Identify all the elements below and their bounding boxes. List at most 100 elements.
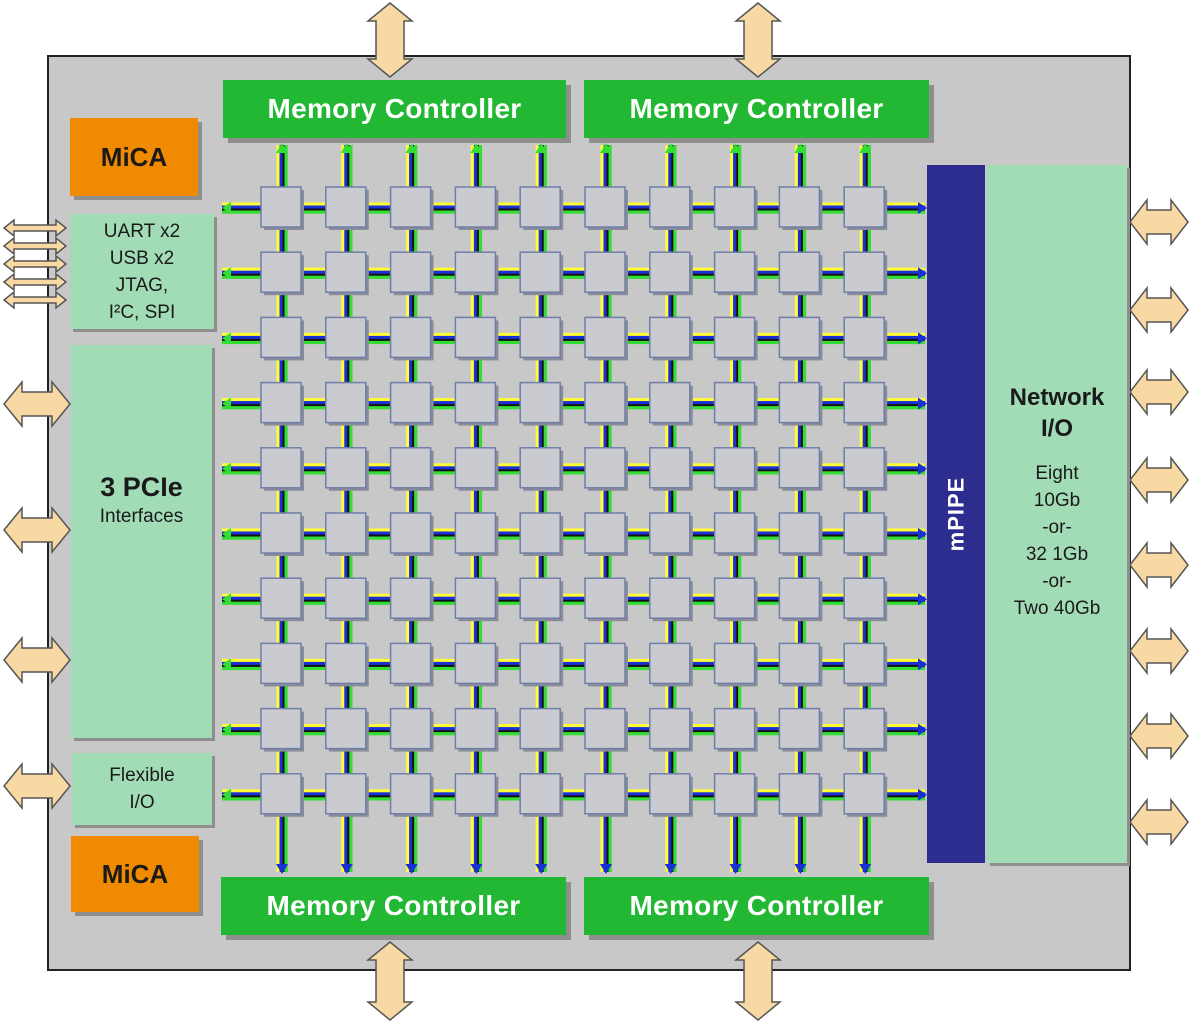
mesh-link-arrowhead [918,202,927,214]
mesh-link-arrowhead [918,397,927,410]
mesh-link-vertical [730,145,734,872]
mesh-link-horizontal [222,210,925,214]
tile [325,316,367,359]
mica-bottom: MiCA [71,836,199,912]
mesh-link-vertical [738,145,742,872]
tile [843,316,885,359]
tile [649,316,691,359]
mesh-link-vertical [476,145,481,872]
tile [389,447,432,489]
mesh-link-vertical [347,145,351,872]
mesh-link-vertical [470,145,475,872]
tile [778,773,821,815]
mesh-link-horizontal [222,338,925,343]
mesh-link-arrowhead [222,788,231,801]
tile [519,316,561,359]
tile [843,447,885,489]
mesh-link-arrowhead [918,593,927,606]
tile [778,186,821,228]
double-arrow-icon [365,2,415,78]
mesh-link-arrowhead [340,143,353,153]
mesh-link-arrowhead [918,462,927,475]
double-arrow-icon [1129,285,1189,335]
double-arrow-icon [1129,197,1189,247]
memory-controller-label: Memory Controller [629,890,884,921]
tile [454,512,497,554]
mesh-link-vertical [412,145,416,872]
mesh-link-vertical [865,145,869,872]
mesh-link-horizontal [222,273,925,277]
mesh-link-arrowhead [405,864,418,874]
mesh-link-vertical [535,145,539,872]
mesh-link-arrowhead [729,143,742,153]
pcie-block: 3 PCIe Interfaces [71,345,212,738]
mesh-link-horizontal [222,335,925,340]
double-arrow-icon [2,254,68,274]
mesh-link-horizontal [222,267,925,271]
tile [584,512,626,554]
mesh-link-vertical [284,145,288,872]
mesh-link-horizontal [222,466,925,470]
jtag-label: JTAG, [115,274,169,296]
tile [649,773,691,815]
flexible-io-line2: I/O [129,792,155,813]
tile [260,186,302,228]
tile [519,512,561,554]
tile [778,642,821,685]
mesh-link-vertical [600,145,604,872]
mesh-link-vertical [341,145,345,872]
flexible-io-block: Flexible I/O [72,753,212,825]
tile [389,381,432,424]
memory-controller-label: Memory Controller [266,890,521,921]
tile [778,512,821,554]
double-arrow-icon [1129,797,1189,847]
mesh-link-arrowhead [600,864,612,874]
double-arrow-icon [2,272,68,292]
tile [519,381,561,424]
mesh-link-arrowhead [535,864,548,874]
tile [713,381,756,424]
memory-controller-label: Memory Controller [629,93,884,124]
tile [778,381,821,424]
network-io-line: Two 40Gb [1013,598,1101,619]
mesh-link-vertical [606,145,610,872]
mesh-link-arrowhead [276,864,288,874]
tile [649,577,691,619]
tile [454,186,497,228]
tile [713,447,756,489]
uart-label: UART x2 [103,220,181,242]
mesh-link-horizontal [222,531,925,535]
mesh-link-horizontal [222,795,925,799]
mesh-link-vertical [279,145,283,872]
tile [584,577,626,619]
mesh-link-vertical [859,145,863,872]
tile [454,642,497,685]
tile [325,642,367,685]
mesh-link-vertical [344,145,348,872]
mesh-link-arrowhead [222,462,231,475]
tile [519,642,561,685]
tile [454,447,497,489]
double-arrow-icon [1129,540,1189,590]
tile [454,381,497,424]
tile [778,316,821,359]
mesh-link-vertical [349,145,353,872]
mesh-link-vertical [478,145,483,872]
mica-label: MiCA [100,141,168,172]
mesh-link-arrowhead [222,658,231,671]
tile [260,251,302,293]
mesh-link-horizontal [222,730,925,734]
tile [519,577,561,619]
tile [454,251,497,293]
mesh-link-horizontal [222,666,925,671]
mesh-link-vertical [736,145,740,872]
network-io-title-line2: I/O [1040,415,1073,442]
mesh-link-arrowhead [470,864,483,874]
mesh-link-vertical [608,145,612,872]
network-io-line: Eight [1035,463,1079,484]
mesh-link-arrowhead [664,864,677,874]
tile [519,251,561,293]
mesh-links [222,143,927,874]
tile [389,316,432,359]
mesh-link-horizontal [222,406,925,410]
